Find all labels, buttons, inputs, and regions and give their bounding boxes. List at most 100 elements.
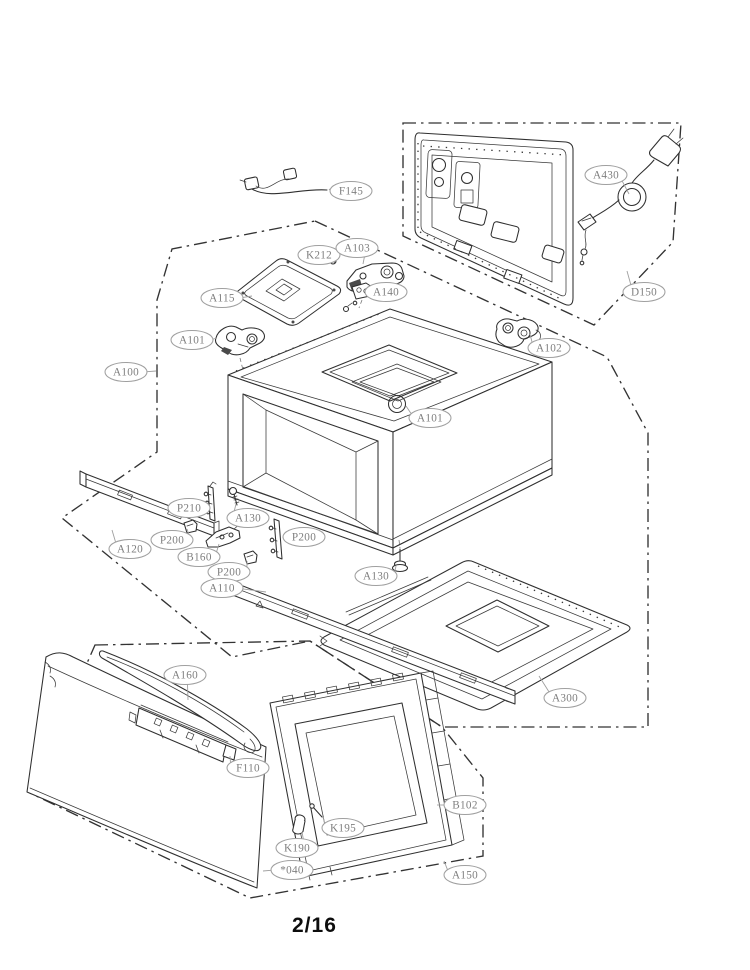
callout-leader-line (322, 816, 326, 824)
pin-strip-p200-b (268, 518, 283, 560)
callout-part-number: B102 (452, 800, 477, 812)
callout-A103: A103 (335, 237, 379, 265)
callout-P210: P210 (167, 497, 211, 519)
drawer-front-section-boundary (29, 640, 484, 899)
pin-strip-p210 (203, 481, 217, 522)
callout-A160: A160 (163, 664, 207, 701)
pin-k195 (309, 803, 323, 818)
back-panel-section-boundary (402, 122, 682, 326)
callout-part-number: A101 (417, 413, 443, 425)
callout-bubble (200, 577, 244, 599)
callout-A101: A101 (170, 329, 218, 351)
callout-bubble (584, 164, 628, 186)
callout-A120: A120 (108, 529, 152, 560)
callout-bubble (282, 526, 326, 548)
callout-F110: F110 (226, 755, 270, 779)
callout-D150: D150 (622, 270, 666, 303)
callout-leader-line (229, 755, 231, 763)
display-board-drawing (128, 704, 237, 763)
callout-part-number: A102 (536, 343, 562, 355)
callout-x040: *040 (262, 859, 314, 881)
callout-P200: P200 (150, 528, 194, 551)
callout-bubble (408, 407, 452, 429)
callout-part-number: P210 (177, 503, 201, 515)
callout-leader-line (626, 270, 632, 285)
screw-a130-left (228, 486, 240, 506)
callout-bubble (297, 244, 341, 266)
cavity-section-boundary (60, 220, 649, 728)
drawer-front-group (26, 650, 465, 889)
callout-leader-line (212, 337, 218, 340)
page-number: 2/16 (292, 914, 337, 937)
callout-part-number: P200 (217, 567, 241, 579)
callout-leader-line (362, 256, 365, 265)
callout-bubble (527, 337, 571, 359)
callout-part-number: B160 (186, 552, 212, 564)
callout-bubble (226, 757, 270, 779)
callout-leader-line (443, 860, 448, 870)
callout-leader-line (242, 588, 267, 593)
callout-leader-line (146, 370, 157, 373)
callout-F145: F145 (328, 180, 373, 202)
callout-leader-line (187, 684, 189, 701)
callout-leader-line (538, 675, 550, 693)
callout-K190: K190 (275, 831, 319, 859)
callout-leader-line (394, 565, 397, 572)
callout-bubble (200, 287, 244, 309)
callout-part-number: K195 (330, 823, 356, 835)
callout-bubble (163, 664, 207, 686)
callout-part-number: F110 (236, 763, 260, 775)
callout-bubble (170, 329, 214, 351)
callout-bubble (108, 538, 152, 560)
callout-bubble (364, 281, 408, 303)
callout-bubble (443, 794, 487, 816)
callout-part-number: A160 (172, 670, 198, 682)
callout-A115: A115 (200, 287, 253, 309)
callout-bubble (321, 817, 365, 839)
callout-P200: P200 (207, 560, 251, 583)
callout-part-number: A430 (593, 170, 619, 182)
callout-bubble (275, 837, 319, 859)
clip-p200-a (183, 519, 198, 534)
callout-leader-line (405, 405, 412, 415)
callout-part-number: A101 (179, 335, 205, 347)
callout-part-number: A120 (117, 544, 143, 556)
callout-B160: B160 (177, 543, 221, 568)
callout-leader-line (301, 831, 304, 839)
callout-bubble (354, 565, 398, 587)
callout-part-number: K212 (306, 250, 332, 262)
callout-K212: K212 (297, 244, 341, 266)
callout-part-number: A110 (209, 583, 235, 595)
callout-part-number: P200 (292, 532, 316, 544)
callout-bubble (177, 546, 221, 568)
callout-bubble (167, 497, 211, 519)
handle-drawing (98, 650, 262, 754)
inner-door-frame-drawing (269, 670, 465, 881)
callout-bubble (329, 180, 373, 202)
callout-A140: A140 (364, 281, 408, 303)
cavity-drawing (227, 300, 553, 573)
callout-bubble (270, 859, 314, 881)
callout-A110: A110 (200, 577, 267, 599)
section-boundaries (29, 122, 682, 899)
callout-part-number: A130 (235, 513, 261, 525)
callout-bubble (104, 361, 148, 383)
callout-leader-line (529, 333, 533, 343)
callout-leader-line (242, 295, 253, 298)
callout-leader-line (233, 503, 237, 511)
callout-bubble (622, 281, 666, 303)
callout-A130: A130 (354, 565, 398, 587)
callout-leader-line (262, 869, 272, 872)
callout-part-number: P200 (160, 535, 184, 547)
top-cover-drawing (235, 258, 342, 326)
callout-part-number: A300 (552, 693, 578, 705)
callout-A430: A430 (584, 164, 630, 195)
callout-part-number: A103 (344, 243, 370, 255)
callout-leader-line (216, 543, 220, 552)
callout-leader-line (186, 528, 190, 535)
callout-leader-line (621, 180, 630, 195)
callout-bubble (335, 237, 379, 259)
